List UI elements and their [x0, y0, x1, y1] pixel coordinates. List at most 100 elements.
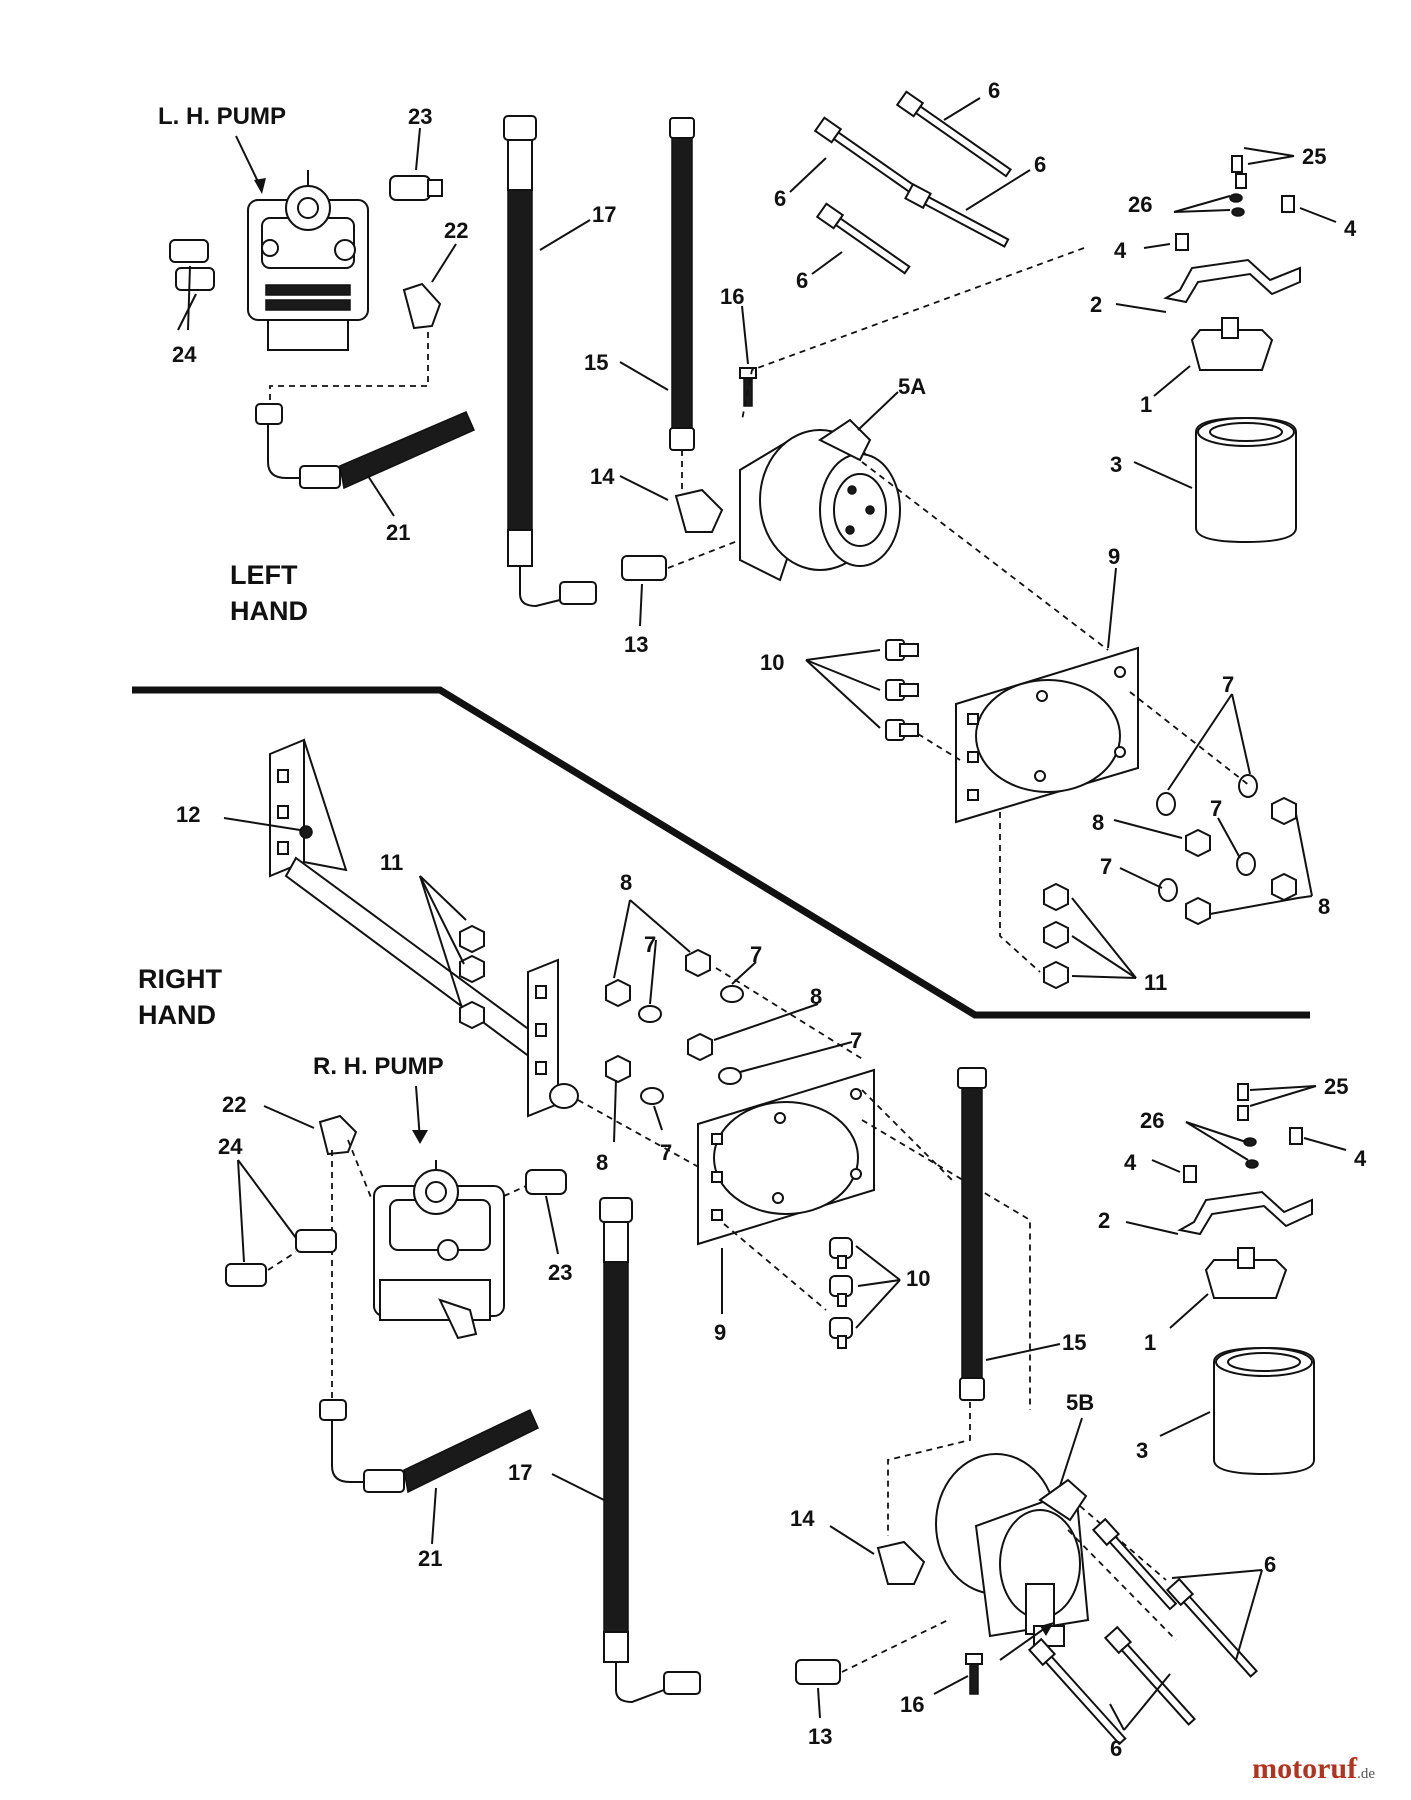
plate-9-left — [955, 646, 1139, 824]
hose-17-left — [503, 115, 597, 608]
callout-23: 23 — [548, 1260, 572, 1285]
elbow-14-left — [674, 488, 724, 533]
callout-13: 13 — [624, 632, 648, 657]
lh-pump — [247, 170, 369, 351]
callout-8: 8 — [620, 870, 632, 895]
callout-5A: 5A — [898, 374, 926, 399]
callout-22: 22 — [444, 218, 468, 243]
callout-4: 4 — [1344, 216, 1357, 241]
callout-17: 17 — [508, 1460, 532, 1485]
callout-3: 3 — [1136, 1438, 1148, 1463]
callout-17: 17 — [592, 202, 616, 227]
callout-14: 14 — [790, 1506, 815, 1531]
callout-3: 3 — [1110, 452, 1122, 477]
watermark-logo: motoruf.de — [1252, 1752, 1375, 1785]
callout-24: 24 — [218, 1134, 243, 1159]
callout-6: 6 — [1034, 152, 1046, 177]
callout-22: 22 — [222, 1092, 246, 1117]
section-label-left-line2: HAND — [230, 596, 308, 626]
elbow-22-left — [402, 282, 442, 330]
callout-25: 25 — [1324, 1074, 1348, 1099]
callout-8: 8 — [1318, 894, 1330, 919]
callout-16: 16 — [900, 1692, 924, 1717]
callout-7: 7 — [660, 1140, 672, 1165]
fitting-24-left-a — [169, 239, 209, 263]
callout-6: 6 — [774, 186, 786, 211]
callout-10: 10 — [760, 650, 784, 675]
filter-group-right — [1177, 1083, 1315, 1476]
hose-17-right — [599, 1197, 701, 1704]
callout-1: 1 — [1144, 1330, 1156, 1355]
rh-pump-title: R. H. PUMP — [313, 1053, 444, 1080]
callout-4: 4 — [1354, 1146, 1367, 1171]
bolts-6-right — [1027, 1517, 1258, 1746]
fitting-13-right — [795, 1659, 841, 1685]
hose-21-right — [319, 1399, 539, 1494]
callout-13: 13 — [808, 1724, 832, 1749]
motor-5A — [739, 418, 901, 582]
callout-7: 7 — [1100, 854, 1112, 879]
callout-15: 15 — [1062, 1330, 1086, 1355]
callout-16: 16 — [720, 284, 744, 309]
hose-15-left — [669, 117, 695, 451]
callout-4: 4 — [1114, 238, 1127, 263]
callout-7: 7 — [1222, 672, 1234, 697]
nuts-11-right — [459, 924, 485, 1030]
callout-6: 6 — [1264, 1552, 1276, 1577]
hose-15-right — [957, 1067, 987, 1401]
section-label-left-line1: LEFT — [230, 560, 298, 590]
bolt-16-right — [965, 1653, 983, 1695]
section-label-right-line1: RIGHT — [138, 964, 223, 994]
lh-pump-title: L. H. PUMP — [158, 103, 286, 130]
hose-21-left — [255, 403, 475, 490]
callout-25: 25 — [1302, 144, 1326, 169]
fitting-13-left — [621, 555, 667, 581]
callout-8: 8 — [810, 984, 822, 1009]
callout-6: 6 — [1110, 1736, 1122, 1761]
fitting-24-right-b — [225, 1263, 267, 1287]
callout-12: 12 — [176, 802, 200, 827]
callout-7: 7 — [1210, 796, 1222, 821]
callout-6: 6 — [988, 78, 1000, 103]
callout-7: 7 — [750, 942, 762, 967]
callout-2: 2 — [1098, 1208, 1110, 1233]
nuts-11-left — [1043, 882, 1069, 990]
plate-9-right — [697, 1068, 875, 1246]
section-label-right-line2: HAND — [138, 1000, 216, 1030]
callout-1: 1 — [1140, 392, 1152, 417]
bolt-16-left — [739, 367, 757, 407]
callout-6: 6 — [796, 268, 808, 293]
motor-5B — [935, 1453, 1090, 1647]
rh-pump — [373, 1160, 505, 1340]
fitting-24-right-a — [295, 1229, 337, 1253]
callout-15: 15 — [584, 350, 608, 375]
nuts-washers-left — [1156, 774, 1297, 926]
callout-24: 24 — [172, 342, 197, 367]
bolts-10-right — [829, 1237, 853, 1349]
callout-11: 11 — [1144, 970, 1167, 995]
callout-7: 7 — [644, 932, 656, 957]
bolts-6-left — [813, 90, 1012, 275]
callout-8: 8 — [1092, 810, 1104, 835]
callout-21: 21 — [418, 1546, 442, 1571]
callout-26: 26 — [1128, 192, 1152, 217]
nuts-washers-right — [605, 948, 744, 1105]
elbow-22-right — [318, 1114, 358, 1156]
fitting-23-right — [525, 1169, 567, 1195]
callout-14: 14 — [590, 464, 615, 489]
callout-23: 23 — [408, 104, 432, 129]
bolts-10-left — [885, 639, 919, 741]
callout-2: 2 — [1090, 292, 1102, 317]
callout-8: 8 — [596, 1150, 608, 1175]
fitting-23-left — [389, 175, 431, 201]
callout-10: 10 — [906, 1266, 930, 1291]
callout-5B: 5B — [1066, 1390, 1094, 1415]
section-divider — [132, 686, 1310, 1019]
callout-9: 9 — [1108, 544, 1120, 569]
callout-21: 21 — [386, 520, 410, 545]
callout-7: 7 — [850, 1028, 862, 1053]
fitting-24-left-b — [175, 267, 215, 291]
callout-9: 9 — [714, 1320, 726, 1345]
callout-11: 11 — [380, 850, 403, 875]
